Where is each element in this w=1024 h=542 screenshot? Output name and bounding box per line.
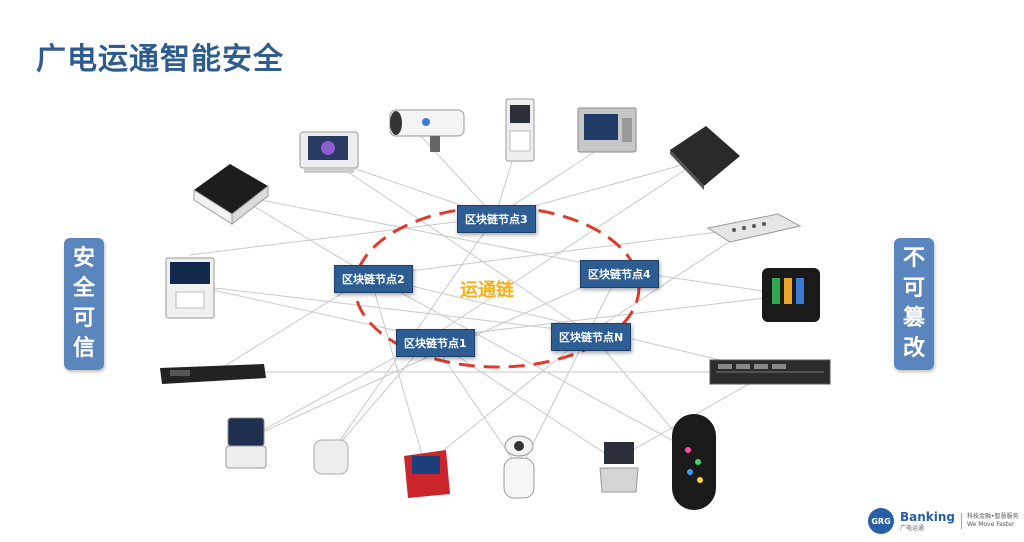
tag-left-text: 安 全 可 信 — [72, 246, 95, 361]
tag-right-text: 不 可 篡 改 — [902, 246, 925, 361]
security-camera-icon — [389, 109, 465, 152]
logo-mark: GRG — [868, 508, 894, 534]
edge-server-box-icon — [193, 164, 269, 226]
router-icon — [706, 213, 802, 243]
logo-slogan-1: 科技金融•智慧服务 — [967, 513, 1019, 520]
logo-slogan-2: We Move Faster — [967, 521, 1015, 528]
blockchain-node-n: 区块链节点N — [551, 323, 632, 351]
access-control-terminal-icon — [165, 257, 215, 319]
kiosk-machine-icon — [505, 98, 535, 162]
logo-slogan: 科技金融•智慧服务 We Move Faster — [961, 513, 1019, 529]
chain-name-label: 运通链 — [460, 280, 514, 301]
grg-banking-logo: GRG Banking 广电运通 科技金融•智慧服务 We Move Faste… — [868, 508, 1019, 534]
blockchain-node-4: 区块链节点4 — [580, 260, 659, 288]
blockchain-node-1: 区块链节点1 — [396, 329, 475, 357]
smart-gateway-device-icon — [672, 414, 716, 510]
rack-server-icon — [709, 359, 831, 385]
blockchain-node-3: 区块链节点3 — [457, 205, 536, 233]
rack-appliance-icon — [160, 364, 266, 384]
logo-name: Banking — [900, 509, 956, 524]
tag-secure-trusted: 安 全 可 信 — [64, 238, 104, 370]
page-title: 广电运通智能安全 — [36, 42, 284, 77]
tag-tamper-proof: 不 可 篡 改 — [894, 238, 934, 370]
red-kiosk-icon — [404, 450, 450, 498]
logo-wordmark: Banking 广电运通 — [900, 511, 955, 532]
face-recognition-terminal-icon — [299, 131, 359, 173]
service-robot-icon — [503, 435, 535, 499]
logo-sub: 广电运通 — [900, 524, 925, 532]
smart-speaker-icon — [313, 439, 349, 475]
network-box-icon — [670, 126, 740, 190]
payment-terminal-icon — [577, 107, 637, 153]
desktop-terminal-icon — [599, 442, 639, 493]
self-service-terminal-icon — [225, 417, 267, 469]
smart-display-icon — [762, 268, 820, 322]
blockchain-node-2: 区块链节点2 — [334, 265, 413, 293]
